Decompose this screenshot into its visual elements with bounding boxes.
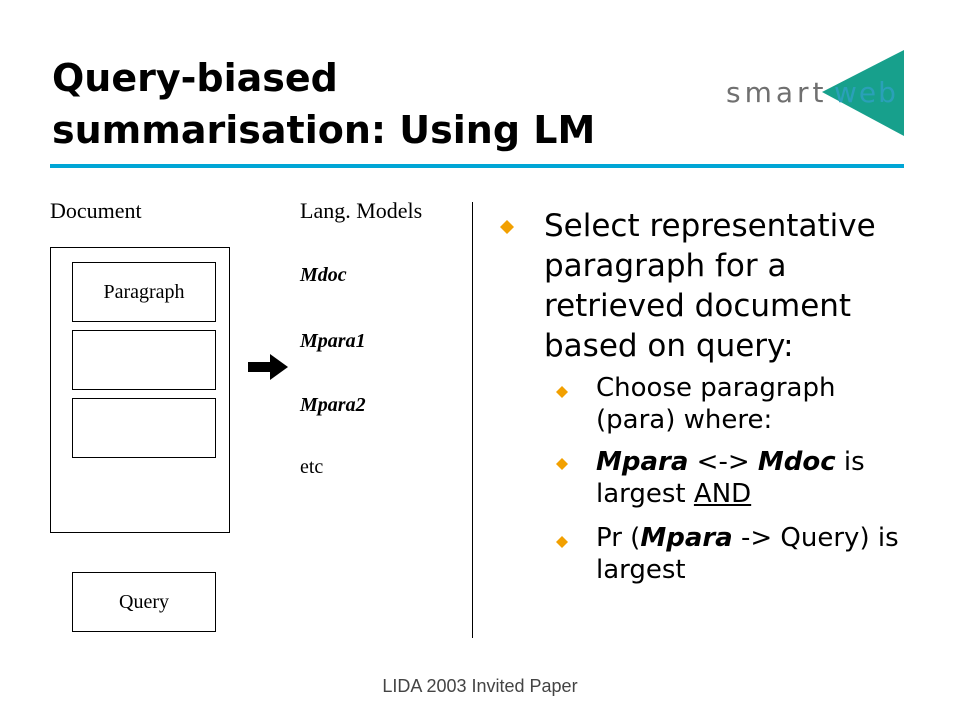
paragraph-box-empty [72, 398, 216, 458]
paragraph-label: Paragraph [103, 280, 185, 303]
logo-triangle-icon [822, 50, 904, 136]
relation-arrow-text: <-> [688, 447, 758, 477]
right-arrow-icon [248, 354, 288, 380]
mpara-term: Mpara [640, 523, 733, 553]
sub-bullet-2: Mpara <-> Mdoc is largest AND [596, 446, 916, 510]
bullet-diamond-icon [500, 220, 514, 234]
mpara-term: Mpara [596, 447, 689, 477]
sub-bullet-3: Pr (Mpara -> Query) is largest [596, 522, 916, 586]
model-mdoc: Mdoc [300, 264, 347, 286]
pr-open-text: Pr ( [596, 523, 641, 553]
sub-bullet-1: Choose paragraph (para) where: [596, 373, 836, 435]
bullet-diamond-icon [556, 386, 568, 398]
slide-title: Query-biased summarisation: Using LM [52, 52, 692, 156]
query-box: Query [72, 572, 216, 632]
column-divider [472, 202, 473, 638]
title-underline [50, 164, 904, 168]
paragraph-box-empty [72, 330, 216, 390]
smartweb-logo: smart web [726, 48, 906, 138]
title-line-2: summarisation: Using LM [52, 108, 596, 152]
query-largest-text: -> Query) is largest [596, 523, 899, 585]
and-keyword: AND [693, 479, 752, 509]
document-box [50, 247, 230, 533]
paragraph-box: Paragraph [72, 262, 216, 322]
slide-footer: LIDA 2003 Invited Paper [382, 676, 578, 696]
mdoc-term: Mdoc [757, 447, 836, 477]
title-line-1: Query-biased [52, 56, 338, 100]
document-label: Document [50, 198, 142, 223]
query-label: Query [119, 590, 169, 613]
logo-text-smart: smart [726, 76, 828, 109]
main-bullet-text: Select representative paragraph for a re… [544, 208, 876, 364]
model-mpara2: Mpara2 [300, 394, 366, 416]
largest-text: is largest [596, 447, 865, 509]
model-etc: etc [300, 456, 324, 478]
bullet-diamond-icon [556, 458, 568, 470]
logo-text-web: web [834, 76, 898, 109]
language-models-label: Lang. Models [300, 198, 423, 223]
model-mpara1: Mpara1 [300, 330, 366, 352]
bullet-diamond-icon [556, 536, 568, 548]
